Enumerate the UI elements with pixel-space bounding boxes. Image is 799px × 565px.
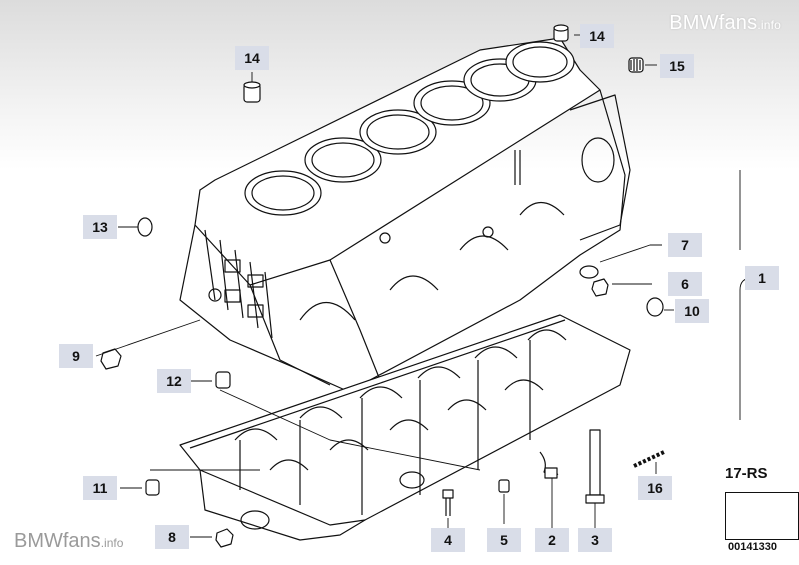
callout-1[interactable]: 1 — [745, 266, 779, 290]
watermark-bottom-main: BMWfans — [14, 530, 101, 552]
watermark-top-suffix: .info — [757, 18, 781, 32]
watermark-top: BMWfans.info — [669, 12, 781, 35]
callout-6[interactable]: 6 — [668, 272, 702, 296]
leader-lines — [95, 34, 753, 538]
callout-9[interactable]: 9 — [59, 344, 93, 368]
diagram-number: 00141330 — [728, 541, 777, 553]
callout-12[interactable]: 12 — [157, 369, 191, 393]
crankcase-upper — [179, 37, 631, 391]
callout-8[interactable]: 8 — [155, 525, 189, 549]
callout-2[interactable]: 2 — [535, 528, 569, 552]
callout-10[interactable]: 10 — [675, 299, 709, 323]
callout-11[interactable]: 11 — [83, 476, 117, 500]
callout-14-top-right[interactable]: 14 — [580, 24, 614, 48]
callout-14-top-left[interactable]: 14 — [235, 46, 269, 70]
reference-box — [725, 492, 799, 540]
watermark-bottom-suffix: .info — [100, 536, 124, 550]
callout-15[interactable]: 15 — [660, 54, 694, 78]
callout-7[interactable]: 7 — [668, 233, 702, 257]
bedplate-lower — [179, 314, 631, 541]
callout-4[interactable]: 4 — [431, 528, 465, 552]
callout-13[interactable]: 13 — [83, 215, 117, 239]
callout-16[interactable]: 16 — [638, 476, 672, 500]
watermark-bottom: BMWfans.info — [14, 530, 123, 553]
small-parts — [100, 24, 665, 548]
callout-3[interactable]: 3 — [578, 528, 612, 552]
reference-code: 17-RS — [725, 465, 768, 482]
watermark-top-main: BMWfans — [669, 12, 758, 34]
callout-5[interactable]: 5 — [487, 528, 521, 552]
